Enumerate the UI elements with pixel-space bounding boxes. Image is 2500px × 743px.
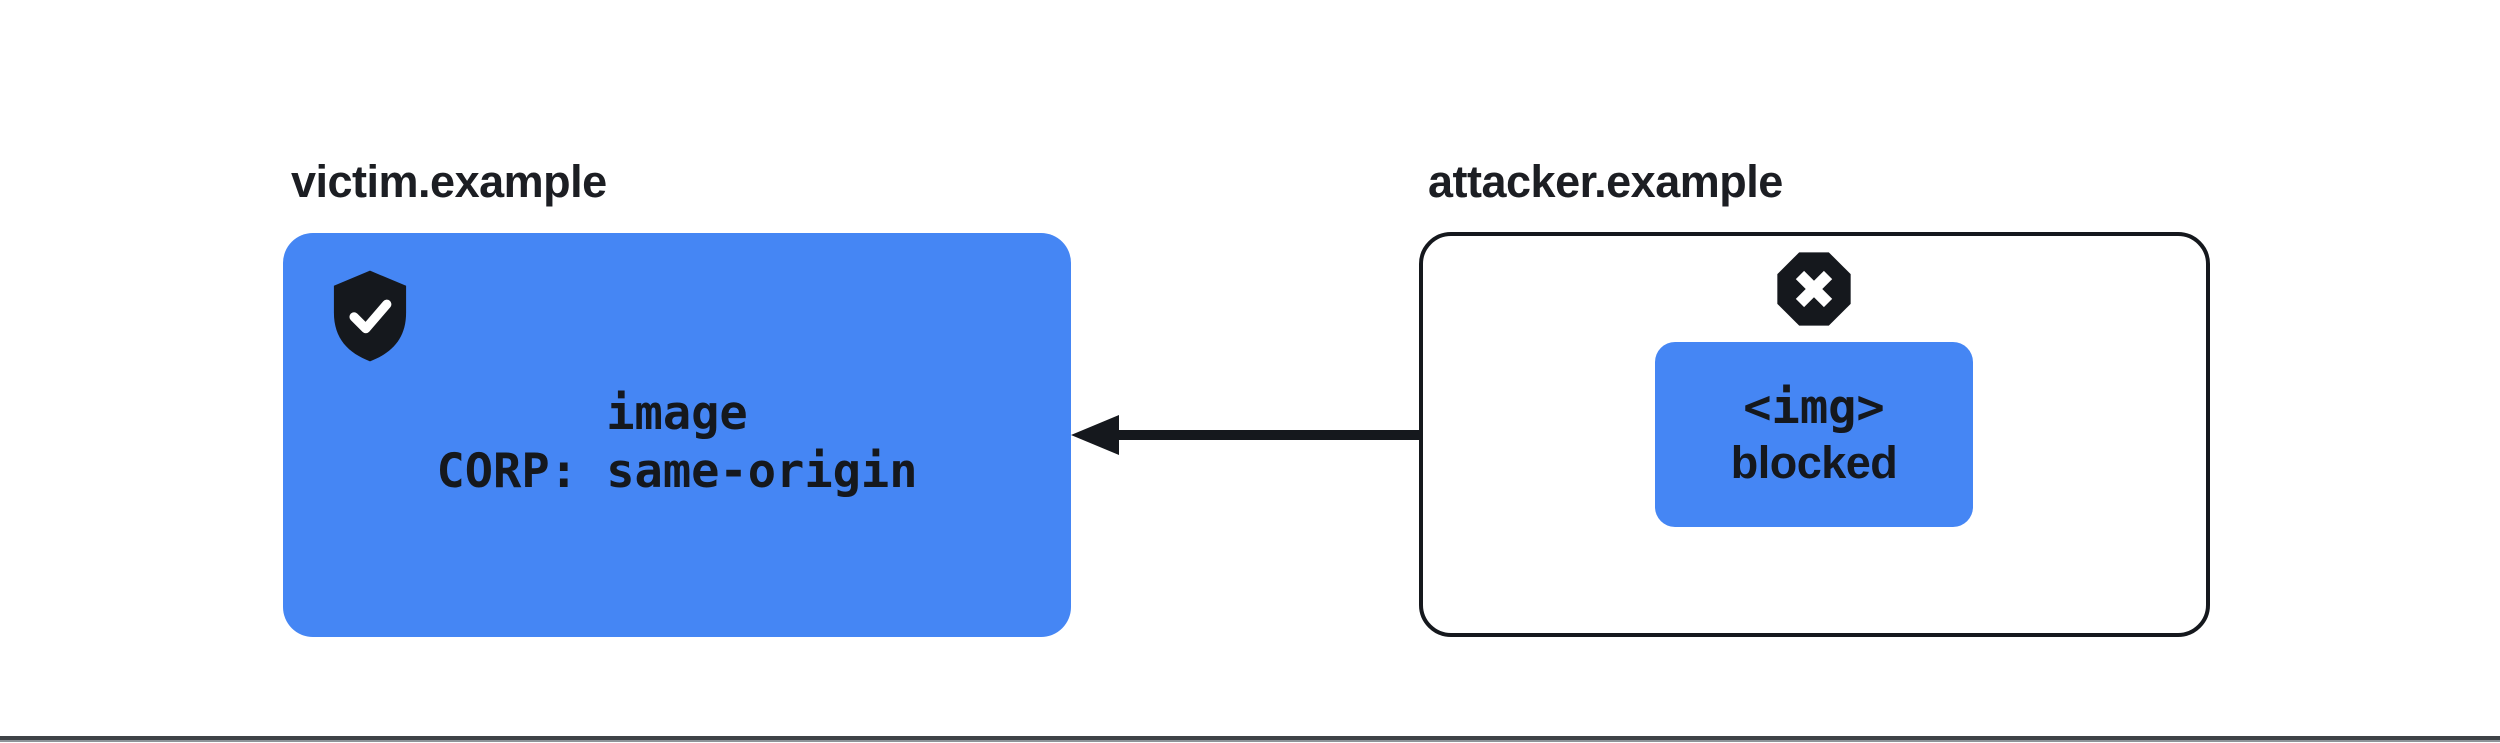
blocked-x-octagon-icon	[1775, 248, 1853, 330]
victim-card: image CORP: same-origin	[283, 233, 1071, 637]
victim-domain-label: victim.example	[291, 156, 607, 207]
attacker-card: <img> blocked	[1419, 232, 2210, 637]
request-arrow-head-left-icon	[1071, 415, 1119, 455]
attacker-domain-label: attacker.example	[1428, 156, 1783, 207]
victim-resource-line: image	[606, 386, 748, 441]
victim-resource-text: image CORP: same-origin	[283, 233, 1071, 637]
bottom-rule-dark	[0, 736, 2500, 740]
bottom-rule-light	[0, 740, 2500, 742]
victim-policy-line: CORP: same-origin	[436, 444, 918, 499]
request-arrow-shaft	[1114, 430, 1655, 440]
blocked-status-line: blocked	[1730, 436, 1898, 488]
img-tag-line: <img>	[1743, 379, 1885, 435]
blocked-request-chip: <img> blocked	[1655, 342, 1973, 527]
shield-check-icon	[328, 269, 412, 363]
